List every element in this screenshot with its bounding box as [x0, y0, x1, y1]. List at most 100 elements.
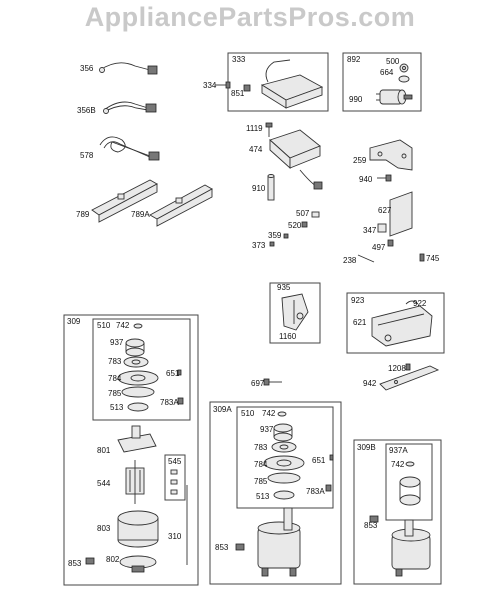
label-801: 801 [97, 446, 111, 455]
label-851: 851 [231, 89, 245, 98]
part-664-washer [398, 75, 410, 83]
label-745: 745 [426, 254, 440, 263]
part-356B-wire-harness [103, 101, 157, 114]
label-310: 310 [168, 532, 182, 541]
part-785-a-ring [121, 386, 155, 398]
part-742-b-spring [277, 411, 287, 417]
part-309B-starter-motor [391, 519, 431, 577]
part-513-b-retainer [273, 490, 295, 500]
part-937A-gear [399, 476, 421, 506]
group-box-892 [342, 52, 422, 112]
label-359: 359 [268, 231, 282, 240]
part-347-clip [377, 223, 387, 233]
part-651-a-screw [177, 369, 182, 376]
label-347: 347 [363, 226, 377, 235]
label-500: 500 [386, 57, 400, 66]
part-544-armature [125, 460, 145, 504]
part-359-screw [283, 233, 289, 239]
group-box-545 [164, 454, 186, 501]
label-783-a: 783 [108, 357, 122, 366]
part-990-ignition-switch [376, 89, 413, 105]
label-942: 942 [363, 379, 377, 388]
label-789: 789 [76, 210, 90, 219]
label-651-b: 651 [312, 456, 326, 465]
part-937-a-gear [125, 338, 145, 357]
part-742-a-spring [133, 323, 143, 329]
part-545-brush-kit [170, 469, 178, 495]
label-259: 259 [353, 156, 367, 165]
label-922: 922 [413, 299, 427, 308]
group-label-510-a: 510 [97, 321, 111, 330]
part-851-armature [243, 59, 324, 109]
part-373-screw [269, 241, 275, 247]
part-651-b-screw [329, 454, 334, 461]
part-334-screw [215, 81, 231, 89]
group-label-935: 935 [277, 283, 291, 292]
part-789A-cover [149, 184, 213, 227]
label-783A-b: 783A [306, 487, 325, 496]
part-783-a-pinion [123, 356, 149, 368]
group-label-892: 892 [347, 55, 361, 64]
part-803-housing [117, 510, 159, 548]
part-520-clip [301, 221, 308, 228]
group-label-937A: 937A [389, 446, 408, 455]
label-783A-a: 783A [160, 398, 179, 407]
label-334: 334 [203, 81, 217, 90]
group-box-309A [209, 401, 342, 585]
label-513-a: 513 [110, 403, 124, 412]
part-923-control-assembly [371, 300, 433, 347]
part-513-a-retainer [127, 402, 149, 412]
part-627-plate [389, 191, 413, 237]
label-742-a: 742 [116, 321, 130, 330]
part-1208-screw [405, 363, 411, 371]
part-783A-a-plug [177, 397, 184, 405]
part-697-screw [263, 378, 282, 386]
label-940: 940 [359, 175, 373, 184]
label-803: 803 [97, 524, 111, 533]
group-label-309: 309 [67, 317, 81, 326]
group-label-333: 333 [232, 55, 246, 64]
label-356: 356 [80, 64, 94, 73]
label-1160: 1160 [279, 332, 297, 341]
label-1119: 1119 [246, 124, 263, 133]
label-784-b: 784 [254, 460, 268, 469]
group-box-510-a [92, 318, 191, 421]
label-802: 802 [106, 555, 120, 564]
part-783A-b-plug [325, 484, 332, 492]
group-box-923 [346, 292, 445, 354]
label-853-c: 853 [364, 521, 378, 530]
label-474: 474 [249, 145, 263, 154]
part-500-nut [399, 63, 409, 73]
part-785-b-ring [267, 472, 301, 484]
label-373: 373 [252, 241, 266, 250]
label-990: 990 [349, 95, 363, 104]
watermark: AppliancePartsPros.com [84, 2, 416, 32]
part-1119-screw [265, 122, 273, 137]
part-259-bracket [369, 139, 413, 171]
part-935-governor-assembly [281, 293, 309, 331]
group-box-309 [63, 314, 199, 586]
group-label-545: 545 [168, 457, 182, 466]
label-1208: 1208 [388, 364, 406, 373]
label-853-b: 853 [215, 543, 229, 552]
label-785-b: 785 [254, 477, 268, 486]
part-309A-starter-motor [257, 507, 301, 577]
part-578-wire-harness [99, 136, 160, 161]
label-742-c: 742 [391, 460, 405, 469]
part-783-b-pinion [271, 441, 297, 453]
label-507: 507 [296, 209, 310, 218]
part-942-bracket [379, 365, 440, 391]
label-621: 621 [353, 318, 367, 327]
label-238: 238 [343, 256, 357, 265]
label-853-a: 853 [68, 559, 82, 568]
part-801-end-cap [117, 425, 157, 453]
label-784-a: 784 [108, 374, 122, 383]
label-937-a: 937 [110, 338, 124, 347]
label-697: 697 [251, 379, 265, 388]
group-label-309B: 309B [357, 443, 376, 452]
label-356B: 356B [77, 106, 96, 115]
part-937-b-gear [273, 423, 293, 442]
part-910-spacer [267, 174, 275, 201]
part-802-end-cap [119, 555, 157, 573]
part-745-screw [419, 253, 425, 262]
